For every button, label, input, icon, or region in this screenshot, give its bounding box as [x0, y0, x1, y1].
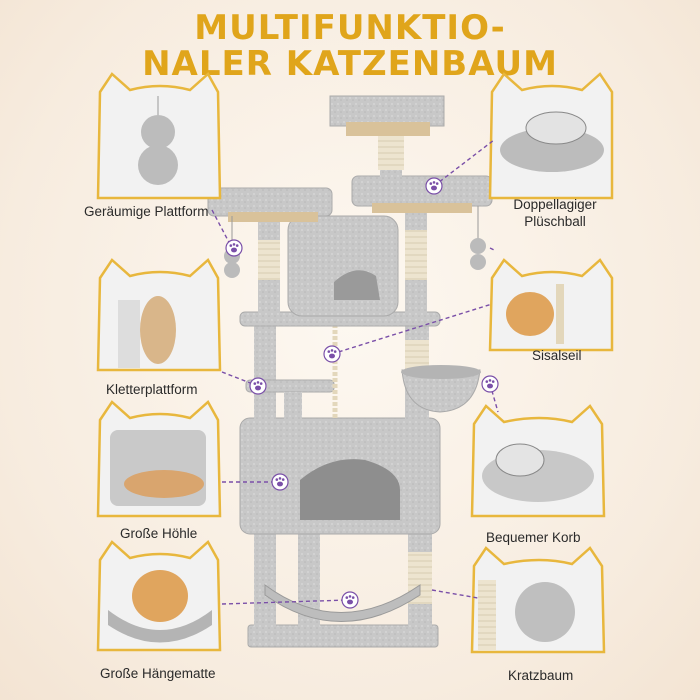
tree-hammock: [264, 584, 421, 622]
label-sisalseil: Sisalseil: [532, 348, 582, 363]
cat-icon: [495, 443, 545, 477]
paw-icon: [271, 473, 289, 491]
left-platform: [207, 187, 333, 217]
paw-icon: [425, 177, 443, 195]
cat-tree: [207, 95, 493, 648]
label-bequemer-korb: Bequemer Korb: [486, 530, 581, 545]
paw-icon: [249, 377, 267, 395]
label-grosse-haengematte: Große Hängematte: [100, 666, 216, 681]
paw-icon: [481, 375, 499, 393]
label-doppellagiger: Doppellagiger: [513, 197, 597, 212]
cat-icon: [140, 296, 176, 364]
label-geraeumige-plattform: Geräumige Plattform: [84, 204, 209, 219]
post-lower-left: [254, 530, 276, 626]
frame-contents: [108, 96, 604, 650]
plush-ball-icon: [141, 115, 175, 149]
right-platform: [351, 175, 493, 207]
cat-icon: [515, 582, 575, 642]
tree-base: [247, 624, 439, 648]
tree-basket: [401, 369, 481, 413]
cat-icon: [525, 111, 587, 145]
post-mid-left: [254, 320, 276, 420]
label-grosse-hoehle: Große Höhle: [120, 526, 198, 541]
cat-icon: [506, 292, 554, 336]
hanging-ball-right: [470, 238, 486, 254]
upper-condo: [287, 215, 399, 317]
paw-icon: [323, 345, 341, 363]
label-plueschball: Plüschball: [524, 214, 586, 229]
label-kletterplattform: Kletterplattform: [106, 382, 198, 397]
cat-icon: [132, 570, 188, 622]
cat-icon: [124, 470, 204, 498]
paw-icon: [225, 239, 243, 257]
condo-opening: [300, 459, 400, 520]
paw-markers: [225, 177, 499, 609]
label-kratzbaum: Kratzbaum: [508, 668, 574, 683]
title-line-1: MULTIFUNKTIO-: [194, 8, 506, 48]
post-lower-mid: [298, 530, 320, 626]
paw-icon: [341, 591, 359, 609]
top-perch: [329, 95, 445, 127]
